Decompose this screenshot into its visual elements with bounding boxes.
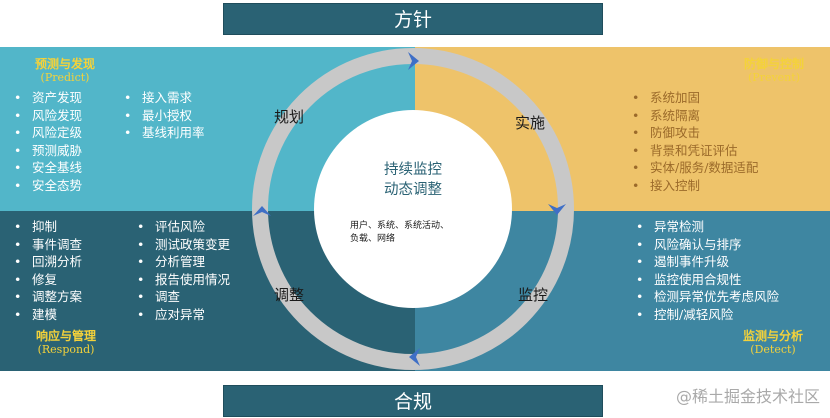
monitor-label: 监控 — [518, 286, 549, 304]
predict-item: 风险定级 — [10, 124, 82, 142]
respond-list-1: 抑制事件调查回溯分析修复调整方案建模 — [10, 218, 82, 324]
policy-banner: 方针 — [223, 3, 603, 35]
compliance-banner: 合规 — [223, 385, 603, 417]
respond-item: 调整方案 — [10, 288, 82, 306]
detect-item: 控制/减轻风险 — [632, 306, 779, 324]
prevent-item: 实体/服务/数据适配 — [628, 159, 758, 177]
center-circle — [314, 110, 512, 308]
predict-item: 资产发现 — [10, 89, 82, 107]
detect-item: 异常检测 — [632, 218, 779, 236]
respond-subtitle: (Respond) — [37, 343, 95, 356]
predict-item: 风险发现 — [10, 107, 82, 125]
arrow-left-icon — [253, 206, 271, 216]
predict-item: 最小授权 — [120, 107, 205, 125]
prevent-title: 防御与控制 (Prevent) — [718, 57, 830, 85]
prevent-item: 接入控制 — [628, 177, 758, 195]
detect-item: 风险确认与排序 — [632, 236, 779, 254]
respond-item: 回溯分析 — [10, 253, 82, 271]
adjust-label: 调整 — [274, 286, 305, 304]
respond-item: 报告使用情况 — [133, 271, 230, 289]
implement-label: 实施 — [515, 114, 546, 132]
predict-item: 安全基线 — [10, 159, 82, 177]
arrow-bottom-icon — [409, 348, 420, 366]
prevent-item: 系统加固 — [628, 89, 758, 107]
predict-item: 预测威胁 — [10, 142, 82, 160]
respond-item: 抑制 — [10, 218, 82, 236]
detect-title: 监测与分析 (Detect) — [723, 329, 823, 357]
center-note: 用户、系统、系统活动、 负载、网络 — [350, 221, 450, 244]
detect-list: 异常检测风险确认与排序遏制事件升级监控使用合规性检测异常优先考虑风险控制/减轻风… — [632, 218, 779, 324]
respond-item: 分析管理 — [133, 253, 230, 271]
detect-item: 监控使用合规性 — [632, 271, 779, 289]
predict-item: 安全态势 — [10, 177, 82, 195]
detect-item: 检测异常优先考虑风险 — [632, 288, 779, 306]
respond-item: 建模 — [10, 306, 82, 324]
predict-subtitle: (Predict) — [40, 71, 90, 84]
predict-list-1: 资产发现风险发现风险定级预测威胁安全基线安全态势 — [10, 89, 82, 195]
prevent-list: 系统加固系统隔离防御攻击背景和凭证评估实体/服务/数据适配接入控制 — [628, 89, 758, 195]
prevent-item: 背景和凭证评估 — [628, 142, 758, 160]
respond-title: 响应与管理 (Respond) — [18, 329, 114, 357]
prevent-subtitle: (Prevent) — [748, 71, 800, 84]
predict-list-2: 接入需求最小授权基线利用率 — [120, 89, 205, 142]
watermark: @稀土掘金技术社区 — [675, 387, 820, 406]
detect-item: 遏制事件升级 — [632, 253, 779, 271]
prevent-item: 防御攻击 — [628, 124, 758, 142]
respond-item: 调查 — [133, 288, 230, 306]
respond-item: 事件调查 — [10, 236, 82, 254]
detect-subtitle: (Detect) — [750, 343, 796, 356]
plan-label: 规划 — [274, 108, 305, 126]
center-title: 持续监控 动态调整 — [384, 162, 442, 198]
respond-item: 应对异常 — [133, 306, 230, 324]
arrow-top-icon — [408, 52, 419, 70]
predict-item: 接入需求 — [120, 89, 205, 107]
respond-item: 修复 — [10, 271, 82, 289]
predict-item: 基线利用率 — [120, 124, 205, 142]
respond-item: 测试政策变更 — [133, 236, 230, 254]
predict-title: 预测与发现 (Predict) — [10, 57, 120, 85]
respond-list-2: 评估风险测试政策变更分析管理报告使用情况调查应对异常 — [133, 218, 230, 324]
arrow-right-icon — [548, 204, 566, 215]
respond-item: 评估风险 — [133, 218, 230, 236]
prevent-item: 系统隔离 — [628, 107, 758, 125]
